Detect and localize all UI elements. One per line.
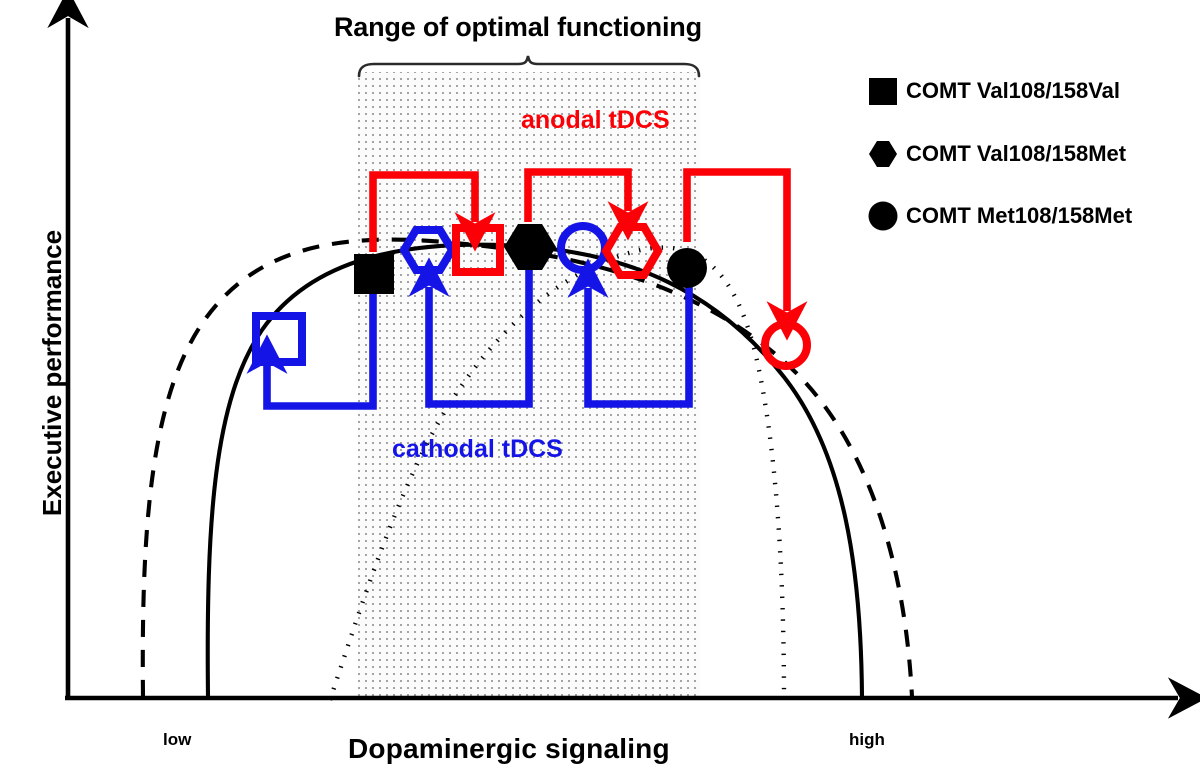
filled-circle-icon [868,201,898,231]
anodal-tdcs-label: anodal tDCS [521,106,670,134]
marker-baseline-hexagon[interactable] [504,224,556,270]
cathodal-tdcs-label: cathodal tDCS [392,435,563,463]
y-axis-title: Executive performance [37,229,67,517]
legend-label-val-val: COMT Val108/158Val [906,78,1121,103]
x-axis-title: Dopaminergic signaling [348,733,670,764]
anodal-arrow-circle [683,168,808,341]
marker-baseline-square[interactable] [354,254,394,294]
legend-label-met-met: COMT Met108/158Met [906,203,1133,228]
cathodal-arrow-hexagon [408,257,533,408]
legend-label-val-met: COMT Val108/158Met [906,141,1127,166]
marker-anodal-square[interactable] [452,224,504,276]
marker-cathodal-square[interactable] [252,312,306,366]
x-axis-tick-high: high [849,730,885,749]
curve-dotted-met-met [327,245,787,701]
marker-anodal-hexagon[interactable] [601,223,663,279]
marker-cathodal-hexagon[interactable] [399,226,457,274]
range-brace [357,55,701,78]
x-axis-tick-low: low [163,730,192,749]
cathodal-arrow-square [246,288,377,410]
legend-item-val-val: COMT Val108/158Val [866,74,1120,108]
range-title: Range of optimal functioning [334,12,702,42]
filled-hexagon-icon [869,141,897,167]
legend-item-val-met: COMT Val108/158Met [866,137,1126,171]
marker-anodal-circle[interactable] [761,320,811,370]
anodal-arrow-hexagon [524,168,649,241]
anodal-arrow-square [369,171,496,252]
cathodal-arrow-circle [567,258,693,408]
legend-item-met-met: COMT Met108/158Met [866,199,1132,233]
filled-square-icon [869,78,897,105]
marker-baseline-circle[interactable] [667,248,707,288]
